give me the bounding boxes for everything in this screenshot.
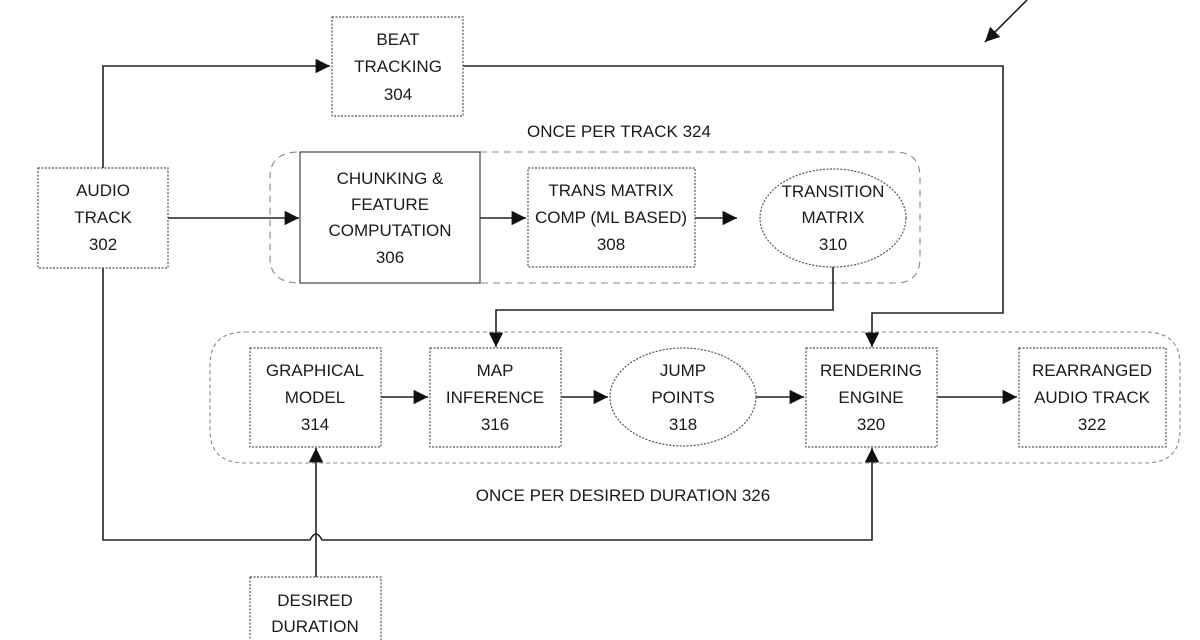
svg-text:310: 310	[819, 235, 847, 254]
svg-text:TRANSITION: TRANSITION	[782, 182, 885, 201]
svg-text:DURATION: DURATION	[271, 617, 359, 636]
svg-text:COMP (ML BASED): COMP (ML BASED)	[535, 208, 687, 227]
svg-text:302: 302	[89, 235, 117, 254]
svg-text:MODEL: MODEL	[285, 388, 345, 407]
svg-text:ENGINE: ENGINE	[838, 388, 903, 407]
svg-text:MATRIX: MATRIX	[802, 208, 865, 227]
reference-pointer-arrow	[984, 0, 1028, 43]
svg-text:TRACK: TRACK	[74, 208, 132, 227]
edge-audio-to-beat	[102, 58, 330, 168]
svg-text:TRANS MATRIX: TRANS MATRIX	[548, 181, 673, 200]
svg-text:320: 320	[857, 415, 885, 434]
node-trans-matrix-comp: TRANS MATRIX COMP (ML BASED) 308	[527, 167, 696, 268]
group-once-per-track	[269, 151, 921, 284]
svg-text:POINTS: POINTS	[651, 388, 714, 407]
svg-text:AUDIO TRACK: AUDIO TRACK	[1034, 388, 1151, 407]
svg-text:GRAPHICAL: GRAPHICAL	[266, 361, 364, 380]
svg-text:MAP: MAP	[477, 361, 514, 380]
svg-text:RENDERING: RENDERING	[820, 361, 922, 380]
edge-beat-to-rendering	[463, 65, 1004, 347]
node-desired-duration: DESIRED DURATION	[249, 576, 382, 640]
edge-transition-to-map	[488, 266, 834, 347]
svg-text:FEATURE: FEATURE	[351, 195, 429, 214]
node-map-inference: MAP INFERENCE 316	[429, 347, 562, 448]
group-once-per-duration-label: ONCE PER DESIRED DURATION 326	[476, 486, 770, 505]
edge-audio-to-rendering	[102, 268, 880, 541]
group-once-per-duration	[209, 331, 1181, 464]
svg-text:306: 306	[376, 248, 404, 267]
svg-text:BEAT: BEAT	[376, 30, 419, 49]
group-once-per-track-label: ONCE PER TRACK 324	[527, 122, 711, 141]
node-graphical-model: GRAPHICAL MODEL 314	[249, 347, 382, 448]
svg-text:304: 304	[384, 85, 412, 104]
svg-text:CHUNKING &: CHUNKING &	[337, 169, 444, 188]
node-jump-points: JUMP POINTS 318	[609, 347, 757, 447]
svg-text:TRACKING: TRACKING	[354, 57, 442, 76]
node-beat-tracking: BEAT TRACKING 304	[331, 16, 464, 117]
svg-text:REARRANGED: REARRANGED	[1032, 361, 1152, 380]
svg-text:318: 318	[669, 415, 697, 434]
node-audio-track: AUDIO TRACK 302	[37, 167, 169, 269]
svg-text:DESIRED: DESIRED	[277, 591, 353, 610]
svg-text:316: 316	[481, 415, 509, 434]
node-rearranged-audio-track: REARRANGED AUDIO TRACK 322	[1018, 347, 1167, 448]
node-rendering-engine: RENDERING ENGINE 320	[805, 347, 938, 448]
svg-text:JUMP: JUMP	[660, 361, 706, 380]
svg-text:AUDIO: AUDIO	[76, 181, 130, 200]
svg-text:314: 314	[301, 415, 329, 434]
svg-text:COMPUTATION: COMPUTATION	[328, 221, 451, 240]
node-transition-matrix: TRANSITION MATRIX 310	[759, 168, 907, 268]
node-chunking-feature-computation: CHUNKING & FEATURE COMPUTATION 306	[299, 151, 481, 284]
edges	[102, 58, 1017, 577]
svg-text:322: 322	[1078, 415, 1106, 434]
svg-text:308: 308	[597, 235, 625, 254]
svg-text:INFERENCE: INFERENCE	[446, 388, 544, 407]
